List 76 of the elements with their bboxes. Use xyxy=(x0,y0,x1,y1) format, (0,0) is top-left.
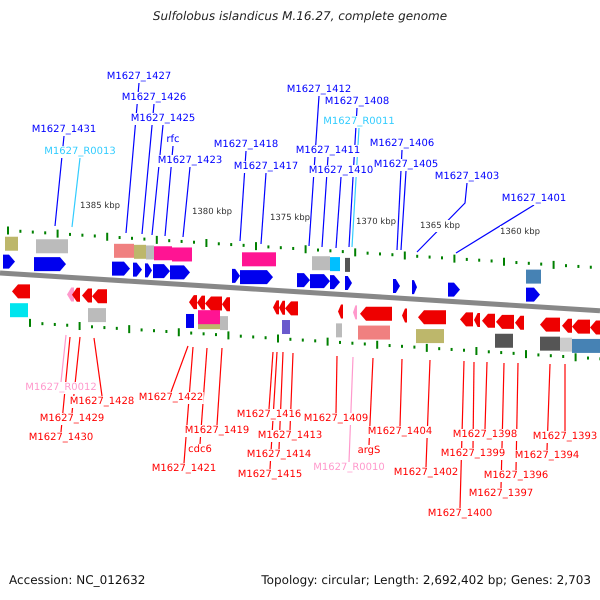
gene-label: M1627_1401 xyxy=(502,193,566,205)
gene-label: M1627_1396 xyxy=(484,470,548,482)
leader-line xyxy=(93,338,103,396)
leader-line xyxy=(400,170,407,250)
scale-label: 1375 kbp xyxy=(270,212,310,224)
gene-label: M1627_1416 xyxy=(236,409,302,421)
gene-label: M1627_1423 xyxy=(158,155,222,167)
gene-label: M1627_1400 xyxy=(428,508,492,520)
gene-label: M1627_1422 xyxy=(138,392,204,404)
gene-label: M1627_1417 xyxy=(234,161,298,173)
leader-line xyxy=(335,176,342,248)
gene-label: argS xyxy=(358,445,380,457)
gene-label: M1627_1399 xyxy=(440,448,506,460)
gene-label: M1627_1426 xyxy=(122,92,186,104)
leader-line xyxy=(425,360,431,468)
leader-line xyxy=(321,156,329,248)
leader-line xyxy=(484,362,488,430)
genome-info-text: Topology: circular; Length: 2,692,402 bp; Genes: 2,703 xyxy=(261,574,591,586)
gene-label: M1627_1414 xyxy=(246,449,312,461)
leader-line xyxy=(60,334,67,382)
gene-label: M1627_R0011 xyxy=(323,116,395,128)
gene-label: M1627_1429 xyxy=(40,413,104,425)
leader-line xyxy=(368,358,374,446)
gene-label: M1627_1413 xyxy=(258,430,322,442)
gene-label: M1627_R0010 xyxy=(313,462,385,474)
leader-line xyxy=(141,104,155,234)
gene-label: M1627_1411 xyxy=(296,145,360,157)
leader-line xyxy=(396,150,403,250)
leader-line xyxy=(472,362,475,448)
leader-line xyxy=(268,352,274,410)
scale-label: 1380 kbp xyxy=(192,206,232,218)
gene-label: M1627_1397 xyxy=(468,488,534,500)
gene-label: M1627_1415 xyxy=(238,469,302,481)
leader-line xyxy=(546,364,551,450)
leader-line xyxy=(151,124,164,236)
gene-label: M1627_1425 xyxy=(130,113,196,125)
gene-label: M1627_1409 xyxy=(304,413,368,425)
gene-label: M1627_1402 xyxy=(394,467,458,479)
gene-label: M1627_1404 xyxy=(368,426,432,438)
scale-label: 1360 kbp xyxy=(500,226,540,238)
scale-label: 1365 kbp xyxy=(420,220,460,232)
gene-label: M1627_1431 xyxy=(32,124,96,136)
gene-label: M1627_1418 xyxy=(214,139,278,151)
gene-label: M1627_1419 xyxy=(184,425,250,437)
gene-label: M1627_1427 xyxy=(106,71,172,83)
leader-line xyxy=(335,356,338,414)
gene-label: M1627_1393 xyxy=(532,431,598,443)
gene-label: M1627_1412 xyxy=(286,84,352,96)
leader-line xyxy=(239,150,247,242)
leader-line xyxy=(399,358,403,426)
leader-line xyxy=(182,166,191,238)
leader-line xyxy=(164,146,174,236)
scale-label: 1370 kbp xyxy=(356,216,396,228)
scale-label: 1385 kbp xyxy=(80,200,120,212)
gene-label: M1627_1430 xyxy=(28,432,94,444)
leader-line xyxy=(216,348,223,426)
leader-line xyxy=(564,364,566,431)
accession-text: Accession: NC_012632 xyxy=(9,574,146,586)
leader-line xyxy=(348,356,354,462)
leader-line xyxy=(456,204,535,254)
leader-line xyxy=(54,136,65,226)
gene-label: M1627_1421 xyxy=(152,463,216,475)
gene-label: M1627_1410 xyxy=(308,165,374,177)
gene-label: M1627_R0013 xyxy=(44,146,116,158)
gene-label: M1627_1405 xyxy=(374,159,438,171)
gene-label: M1627_1428 xyxy=(70,396,134,408)
leader-line xyxy=(170,346,189,392)
leader-line xyxy=(71,158,81,228)
gene-label: M1627_1408 xyxy=(324,96,390,108)
gene-label: M1627_1406 xyxy=(370,138,434,150)
gene-label: M1627_1398 xyxy=(452,429,518,441)
gene-label: M1627_1394 xyxy=(514,450,580,462)
gene-label: M1627_1403 xyxy=(434,171,500,183)
gene-label: M1627_R0012 xyxy=(25,382,97,394)
title: Sulfolobus islandicus M.16.27, complete genome xyxy=(152,10,448,22)
leader-line xyxy=(260,172,267,244)
